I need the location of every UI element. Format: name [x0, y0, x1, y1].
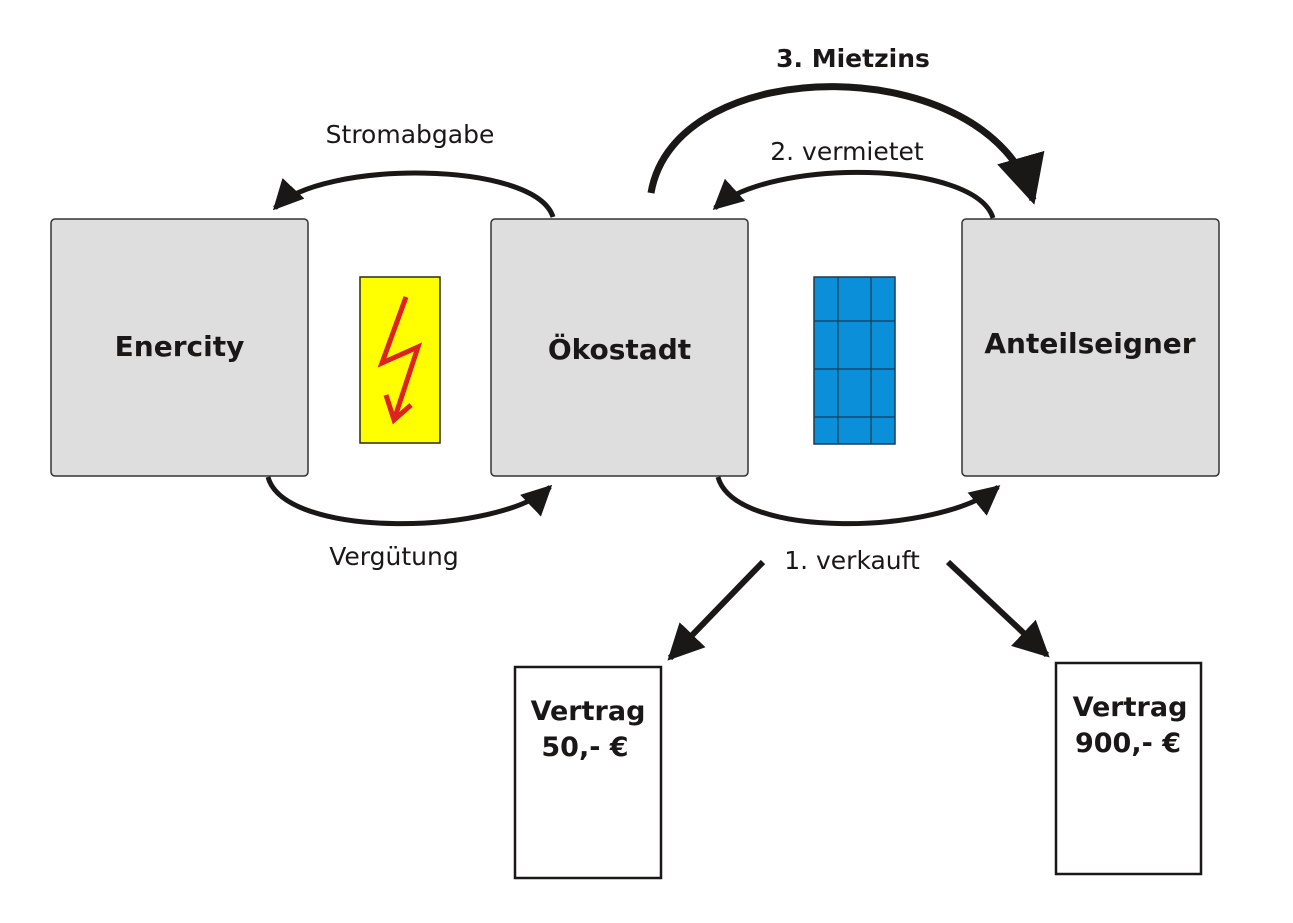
document-icon	[1054, 661, 1203, 876]
flow-label: 3. Mietzins	[776, 44, 930, 73]
entity-anteilseigner: Anteilseigner	[961, 218, 1220, 477]
flow-label: Vergütung	[329, 542, 458, 571]
solar-panel-icon	[813, 276, 896, 445]
entity-box	[961, 218, 1220, 477]
document-icon	[513, 665, 663, 880]
contract-amount: 900,- €	[1075, 728, 1181, 759]
high-voltage-icon	[359, 276, 441, 444]
flow-stromabgabe: Stromabgabe	[272, 120, 556, 218]
arrow-stromabgabe	[272, 170, 556, 218]
flow-label: Stromabgabe	[326, 120, 495, 149]
entity-box	[490, 218, 749, 477]
flow-label: 1. verkauft	[784, 546, 920, 575]
flow-verguetung: Vergütung	[265, 476, 553, 571]
arrow-vermietet	[712, 169, 996, 219]
entity-label: Anteilseigner	[984, 327, 1195, 360]
arrow-to-contract-50	[667, 559, 766, 661]
flow-verkauft: 1. verkauft	[715, 476, 1001, 575]
entity-box	[50, 218, 309, 477]
arrow-verkauft	[715, 476, 1001, 527]
entity-label: Enercity	[115, 330, 245, 363]
contract-title: Vertrag	[531, 696, 646, 727]
flow-mietzins: 3. Mietzins	[647, 44, 1045, 205]
flow-label: 2. vermietet	[770, 137, 924, 166]
entity-oekostadt: Ökostadt	[490, 218, 749, 477]
contract-title: Vertrag	[1073, 692, 1188, 723]
entity-label: Ökostadt	[548, 332, 691, 366]
contract-900: Vertrag 900,- €	[1054, 661, 1203, 876]
arrow-verguetung	[265, 476, 553, 527]
entity-enercity: Enercity	[50, 218, 309, 477]
flow-vermietet: 2. vermietet	[712, 137, 996, 219]
arrow-mietzins	[647, 83, 1045, 205]
contract-50: Vertrag 50,- €	[513, 665, 663, 880]
arrow-to-contract-900	[945, 559, 1050, 658]
contract-amount: 50,- €	[541, 732, 628, 763]
